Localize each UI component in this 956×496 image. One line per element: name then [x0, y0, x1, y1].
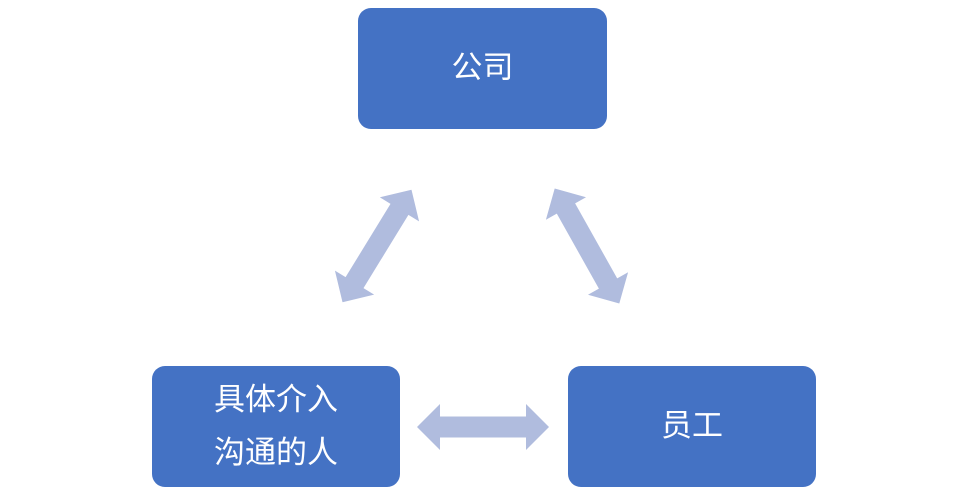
- node-communicator: 具体介入 沟通的人: [152, 366, 400, 487]
- node-communicator-label: 具体介入 沟通的人: [214, 382, 338, 470]
- double-arrow-communicator-employee: [417, 404, 549, 450]
- node-company-label: 公司: [451, 50, 514, 86]
- double-arrow-company-employee: [545, 188, 629, 304]
- node-company: 公司: [358, 8, 607, 129]
- double-arrow-company-communicator: [334, 189, 420, 303]
- node-employee: 员工: [568, 366, 816, 487]
- node-employee-label: 员工: [661, 408, 723, 444]
